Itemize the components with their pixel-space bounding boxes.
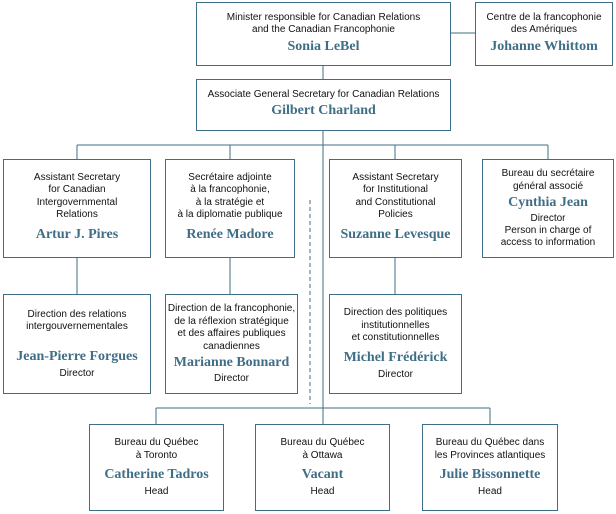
asst-intergov-box[interactable]: Assistant Secretary for Canadian Intergo… <box>3 159 151 258</box>
bq-ottawa-role: Head <box>310 486 335 497</box>
associate-name: Gilbert Charland <box>271 103 376 119</box>
bureau-secretaire-box[interactable]: Bureau du secrétaire général associé Cyn… <box>482 159 614 258</box>
bq-atlantic-name: Julie Bissonnette <box>439 467 541 482</box>
associate-secretary-box[interactable]: Associate General Secretary for Canadian… <box>196 79 451 131</box>
associate-title: Associate General Secretary for Canadian… <box>207 88 440 100</box>
sec-francophonie-title: Secrétaire adjointe à la francophonie, à… <box>177 171 283 221</box>
bq-ottawa-name: Vacant <box>301 467 344 482</box>
asst-institutional-title: Assistant Secretary for Institutional an… <box>352 171 439 221</box>
bureau-secretaire-name: Cynthia Jean <box>508 195 588 210</box>
bq-toronto-title: Bureau du Québec à Toronto <box>114 437 199 461</box>
minister-box[interactable]: Minister responsible for Canadian Relati… <box>196 2 451 66</box>
sec-francophonie-box[interactable]: Secrétaire adjointe à la francophonie, à… <box>165 159 295 258</box>
bq-ottawa-title: Bureau du Québec à Ottawa <box>280 437 365 461</box>
bq-toronto-name: Catherine Tadros <box>104 467 209 482</box>
bureau-secretaire-title: Bureau du secrétaire général associé <box>501 168 595 192</box>
dir-relations-name: Jean-Pierre Forgues <box>16 348 138 364</box>
asst-institutional-box[interactable]: Assistant Secretary for Institutional an… <box>329 159 462 258</box>
dir-relations-role: Director <box>59 367 95 379</box>
bq-atlantic-box[interactable]: Bureau du Québec dans les Provinces atla… <box>422 424 558 511</box>
minister-title: Minister responsible for Canadian Relati… <box>226 11 421 36</box>
dir-politiques-role: Director <box>377 368 413 380</box>
dir-francophonie-box[interactable]: Direction de la francophonie, de la réfl… <box>165 294 298 394</box>
bq-atlantic-role: Head <box>478 486 502 497</box>
bq-ottawa-box[interactable]: Bureau du Québec à Ottawa Vacant Head <box>255 424 390 511</box>
dir-politiques-box[interactable]: Direction des politiques institutionnell… <box>329 294 462 394</box>
dir-francophonie-title: Direction de la francophonie, de la réfl… <box>167 303 296 352</box>
sec-francophonie-name: Renée Madore <box>186 226 274 242</box>
bq-toronto-box[interactable]: Bureau du Québec à Toronto Catherine Tad… <box>89 424 224 511</box>
asst-intergov-title: Assistant Secretary for Canadian Intergo… <box>33 171 121 221</box>
dir-politiques-name: Michel Frédérick <box>343 349 448 365</box>
dir-politiques-title: Direction des politiques institutionnell… <box>343 307 448 344</box>
bq-toronto-role: Head <box>144 486 169 497</box>
asst-intergov-name: Artur J. Pires <box>35 226 119 242</box>
dir-relations-box[interactable]: Direction des relations intergouvernemen… <box>3 294 151 394</box>
centre-francophonie-box[interactable]: Centre de la francophonie des Amériques … <box>475 2 613 66</box>
bureau-secretaire-role: Director Person in charge of access to i… <box>500 213 596 248</box>
dir-francophonie-name: Marianne Bonnard <box>173 355 290 370</box>
bq-atlantic-title: Bureau du Québec dans les Provinces atla… <box>434 437 546 461</box>
dir-francophonie-role: Director <box>213 373 249 384</box>
dir-relations-title: Direction des relations intergouvernemen… <box>26 308 128 333</box>
asst-institutional-name: Suzanne Levesque <box>340 226 451 242</box>
centre-name: Johanne Whittom <box>490 38 598 54</box>
centre-title: Centre de la francophonie des Amériques <box>486 11 602 36</box>
minister-name: Sonia LeBel <box>287 38 360 54</box>
